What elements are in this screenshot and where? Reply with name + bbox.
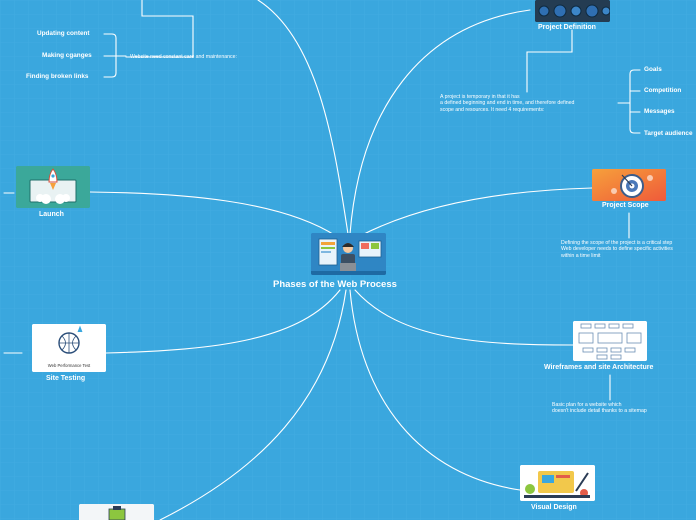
connector-maintenance: [257, 0, 349, 235]
wireframes-note-line: Basic plan for a website which: [552, 402, 622, 408]
center-title[interactable]: Phases of the Web Process: [273, 279, 397, 290]
wireframes-label[interactable]: Wireframes and site Architecture: [544, 364, 654, 371]
globes-illustration-icon: [535, 0, 610, 22]
launch-image[interactable]: [16, 166, 90, 208]
site-testing-label[interactable]: Site Testing: [46, 375, 86, 382]
project-scope-label[interactable]: Project Scope: [602, 202, 649, 209]
rocket-illustration-icon: [16, 166, 90, 208]
sitemap-illustration-icon: [573, 321, 647, 361]
project-definition-note-line: A project is temporary in that it has: [440, 94, 520, 100]
project-definition-note: A project is temporary in that it has a …: [440, 94, 574, 113]
center-image[interactable]: [311, 233, 386, 275]
project-scope-note: Defining the scope of the project is a c…: [561, 240, 673, 259]
project-scope-note-line: Defining the scope of the project is a c…: [561, 240, 673, 246]
connector-site-testing: [105, 289, 341, 354]
design-tools-illustration-icon: [520, 465, 595, 501]
maintenance-note: Website need constant care and maintenan…: [130, 54, 237, 60]
project-definition-note-line: scope and resources. It need 4 requireme…: [440, 106, 545, 113]
bracket-definition: [629, 69, 641, 134]
connector-development: [159, 289, 347, 520]
launch-label[interactable]: Launch: [39, 211, 64, 218]
web-designer-illustration-icon: [311, 233, 386, 275]
connector-wireframes: [354, 289, 574, 346]
wireframes-note: Basic plan for a website which doesn't i…: [552, 402, 647, 415]
wireframes-image[interactable]: [573, 321, 647, 361]
wireframes-note-line: doesn't include detail thanks to a sitem…: [552, 408, 647, 415]
connector-maintenance-note: [125, 49, 194, 58]
project-scope-note-line: Web developer needs to define specific a…: [561, 246, 673, 253]
leaf-competition[interactable]: Competition: [644, 87, 682, 94]
project-definition-label[interactable]: Project Definition: [538, 24, 596, 31]
development-image[interactable]: [79, 504, 154, 520]
connector-project-definition: [349, 9, 531, 235]
leaf-updating-content[interactable]: Updating content: [37, 30, 90, 37]
connector-maintenance-top: [141, 0, 194, 51]
leaf-messages[interactable]: Messages: [644, 108, 675, 115]
leaf-goals[interactable]: Goals: [644, 66, 662, 73]
connector-visual-design: [349, 289, 521, 491]
target-illustration-icon: [592, 169, 666, 201]
leaf-target-audience[interactable]: Target audience: [644, 130, 693, 137]
project-definition-image[interactable]: [535, 0, 610, 22]
project-scope-image[interactable]: [592, 169, 666, 201]
connector-launch: [89, 191, 337, 237]
connectors: [3, 0, 641, 520]
connector-project-scope: [359, 187, 593, 237]
leaf-making-changes[interactable]: Making cganges: [42, 52, 92, 59]
visual-design-image[interactable]: [520, 465, 595, 501]
visual-design-label[interactable]: Visual Design: [531, 504, 577, 511]
leaf-finding-broken-links[interactable]: Finding broken links: [26, 73, 89, 80]
development-illustration-icon: [79, 504, 154, 520]
connector-definition-note: [526, 29, 573, 93]
site-testing-image[interactable]: Web Performance Test: [32, 324, 106, 372]
project-scope-note-line: within a time limit: [561, 252, 601, 259]
project-definition-note-line: a defined beginning and end in time, and…: [440, 100, 575, 107]
web-performance-illustration-icon: Web Performance Test: [32, 324, 106, 372]
web-performance-caption: Web Performance Test: [48, 363, 91, 368]
